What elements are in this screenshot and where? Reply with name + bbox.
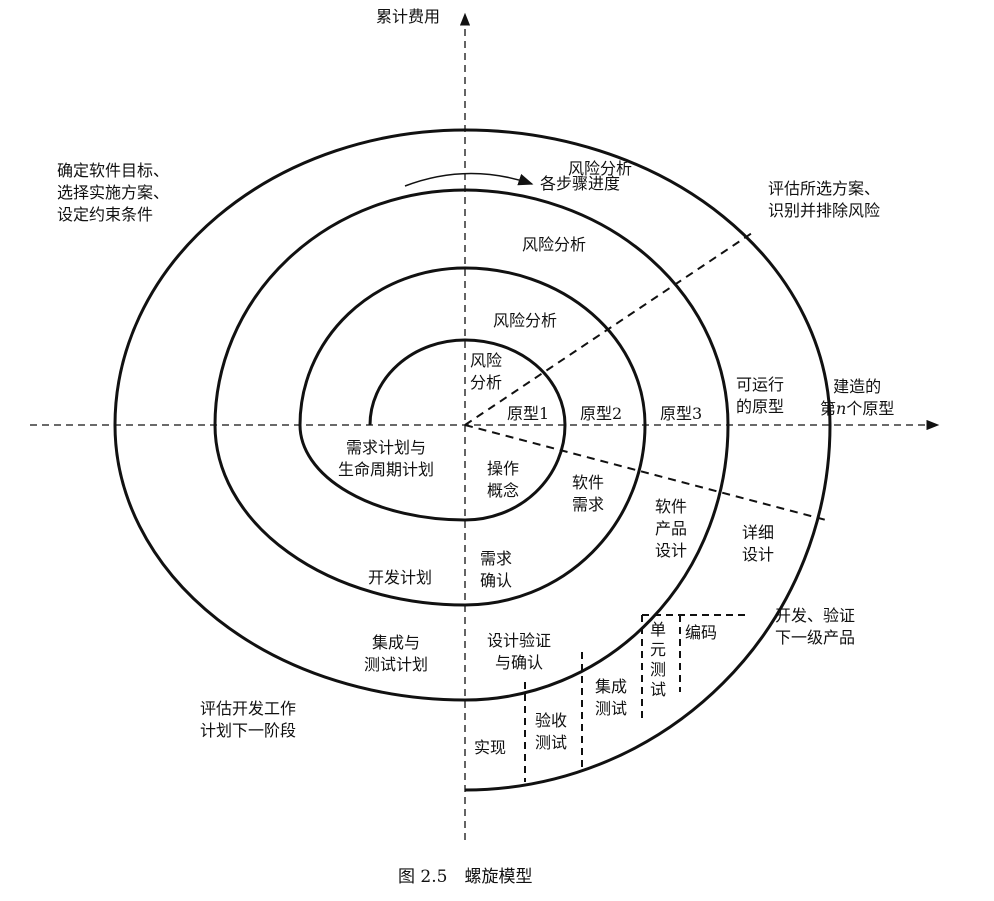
text-line: 单 bbox=[650, 620, 667, 639]
text-line: 元 bbox=[650, 640, 667, 659]
figure-caption: 图 2.5 螺旋模型 bbox=[398, 867, 533, 887]
integration-test-plan: 集成与 测试计划 bbox=[364, 632, 428, 676]
text-line: 的原型 bbox=[736, 397, 785, 416]
text-line: 评估开发工作 bbox=[200, 699, 297, 718]
development-plan: 开发计划 bbox=[368, 568, 433, 587]
unit-test: 单 元 测 试 bbox=[650, 620, 666, 700]
quadrant-top-left: 确定软件目标、 选择实施方案、 设定约束条件 bbox=[57, 160, 169, 226]
text-line: 确定软件目标、 bbox=[57, 161, 170, 180]
divider-lower bbox=[464, 424, 827, 521]
prototype-3: 原型3 bbox=[660, 404, 703, 423]
text-line: 测试 bbox=[535, 733, 568, 752]
implementation: 实现 bbox=[474, 738, 507, 757]
text-line: 下一级产品 bbox=[775, 628, 856, 647]
integration-test: 集成 测试 bbox=[595, 676, 627, 720]
text-line: 识别并排除风险 bbox=[768, 201, 881, 220]
risk-analysis-3: 风险分析 bbox=[522, 235, 587, 254]
quadrant-bottom-right: 开发、验证 下一级产品 bbox=[775, 605, 855, 649]
text-line: 详细 bbox=[742, 523, 775, 542]
software-requirements: 软件 需求 bbox=[572, 472, 604, 516]
text-line: 软件 bbox=[655, 497, 688, 516]
text-line: 测试 bbox=[595, 699, 628, 718]
text-line: 需求计划与 bbox=[346, 438, 427, 457]
text-line: 概念 bbox=[487, 481, 520, 500]
detailed-design: 详细 设计 bbox=[742, 522, 774, 566]
text-line: 计划下一阶段 bbox=[200, 721, 297, 740]
x-label-line2: 第n个原型 bbox=[820, 398, 894, 420]
text-line: 分析 bbox=[470, 373, 503, 392]
text-line: 评估所选方案、 bbox=[768, 179, 881, 198]
x-label-pre: 第 bbox=[820, 399, 837, 418]
spiral-curve bbox=[113, 128, 832, 792]
text-line: 集成与 bbox=[372, 633, 421, 652]
operation-concept: 操作 概念 bbox=[487, 458, 519, 502]
risk-analysis-2: 风险分析 bbox=[493, 311, 558, 330]
text-line: 产品 bbox=[655, 519, 688, 538]
requirements-plan: 需求计划与 生命周期计划 bbox=[338, 437, 434, 481]
risk-analysis-1: 风险 分析 bbox=[470, 350, 502, 394]
text-line: 集成 bbox=[595, 677, 628, 696]
software-product-design: 软件 产品 设计 bbox=[655, 496, 687, 562]
text-line: 生命周期计划 bbox=[338, 460, 435, 479]
text-line: 开发、验证 bbox=[775, 606, 856, 625]
x-axis-label: 建造的 第n个原型 bbox=[820, 376, 894, 420]
text-line: 可运行 bbox=[736, 375, 785, 394]
x-label-line1: 建造的 bbox=[833, 377, 882, 396]
text-line: 需求 bbox=[480, 549, 513, 568]
text-line: 风险 bbox=[470, 351, 503, 370]
design-verification: 设计验证 与确认 bbox=[487, 630, 551, 674]
phase-dividers bbox=[524, 614, 748, 782]
requirements-confirmation: 需求 确认 bbox=[480, 548, 512, 592]
quadrant-top-right: 评估所选方案、 识别并排除风险 bbox=[768, 178, 880, 222]
text-line: 需求 bbox=[572, 495, 605, 514]
operational-prototype: 可运行 的原型 bbox=[736, 374, 784, 418]
text-line: 测试计划 bbox=[364, 655, 429, 674]
y-axis-label: 累计费用 bbox=[376, 7, 441, 26]
text-line: 选择实施方案、 bbox=[57, 183, 170, 202]
text-line: 试 bbox=[650, 680, 667, 699]
text-line: 验收 bbox=[535, 711, 568, 730]
progress-arrow bbox=[404, 172, 534, 187]
risk-analysis-4: 风险分析 bbox=[568, 159, 633, 178]
prototype-2: 原型2 bbox=[580, 404, 623, 423]
progress-label: 各步骤进度 bbox=[540, 174, 621, 193]
text-line: 设计 bbox=[655, 541, 688, 560]
quadrant-bottom-left: 评估开发工作 计划下一阶段 bbox=[200, 698, 296, 742]
text-line: 确认 bbox=[480, 571, 513, 590]
text-line: 设定约束条件 bbox=[57, 205, 154, 224]
x-label-n: n bbox=[836, 399, 847, 418]
x-label-post: 个原型 bbox=[846, 399, 895, 418]
text-line: 测 bbox=[650, 660, 667, 679]
coding: 编码 bbox=[685, 623, 718, 642]
text-line: 设计验证 bbox=[487, 631, 552, 650]
text-line: 软件 bbox=[572, 473, 605, 492]
acceptance-test: 验收 测试 bbox=[535, 710, 567, 754]
prototype-1: 原型1 bbox=[507, 404, 550, 423]
text-line: 设计 bbox=[742, 545, 775, 564]
text-line: 操作 bbox=[487, 459, 520, 478]
text-line: 与确认 bbox=[495, 653, 544, 672]
